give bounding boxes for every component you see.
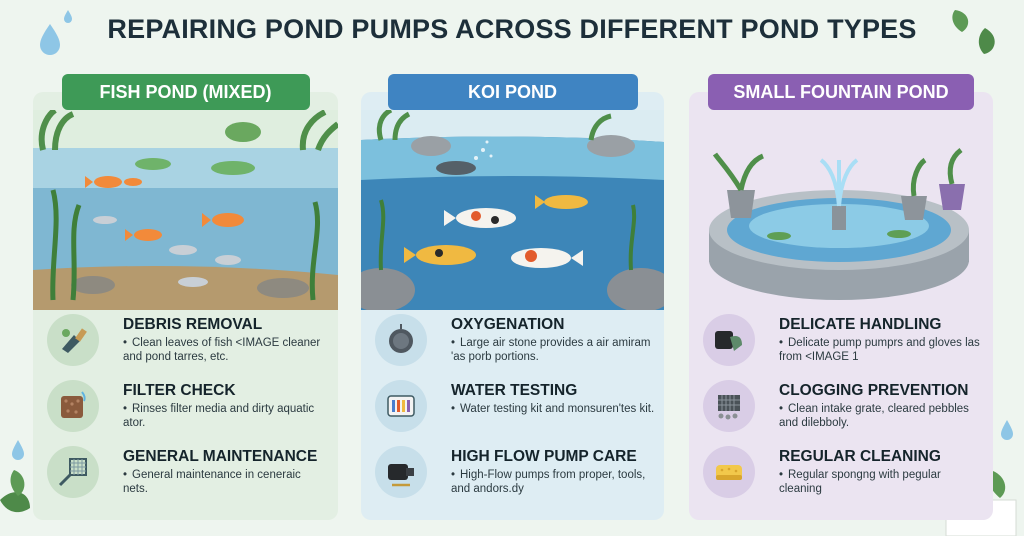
item-title: GENERAL MAINTENANCE <box>123 448 318 465</box>
gloved-hand-brush-icon <box>47 314 99 366</box>
fountain-pond-illustration <box>689 110 993 310</box>
fish-pond-illustration <box>33 110 338 310</box>
clogging-prevention-item: CLOGGING PREVENTION •Clean intake grate,… <box>689 380 993 446</box>
delicate-handling-item: DELICATE HANDLING •Delicate pump pumprs … <box>689 314 993 380</box>
item-description: •Rinses filter media and dirty aquatic a… <box>123 403 315 429</box>
sponge-icon <box>703 446 755 498</box>
koi-pond-card: KOI POND OXYGENATION •Large air stone pr… <box>361 74 664 520</box>
filter-media-icon <box>47 380 99 432</box>
item-description: •Water testing kit and monsuren'tes kit. <box>451 403 655 415</box>
air-stone-icon <box>375 314 427 366</box>
water-testing-item: WATER TESTING •Water testing kit and mon… <box>361 380 664 446</box>
test-kit-icon <box>375 380 427 432</box>
fountain-pond-label: SMALL FOUNTAIN POND <box>708 74 974 110</box>
net-icon <box>47 446 99 498</box>
koi-pond-label: KOI POND <box>387 74 638 110</box>
oxygenation-item: OXYGENATION •Large air stone provides a … <box>361 314 664 380</box>
item-title: WATER TESTING <box>451 382 578 399</box>
item-title: REGULAR CLEANING <box>779 448 941 465</box>
regular-cleaning-item: REGULAR CLEANING •Regular spongng with p… <box>689 446 993 512</box>
leaf-icon <box>10 470 25 496</box>
water-drop-icon <box>12 440 24 460</box>
item-description: •General maintenance in ceneraic nets. <box>123 469 301 495</box>
high-flow-pump-care-item: HIGH FLOW PUMP CARE •High-Flow pumps fro… <box>361 446 664 512</box>
item-description: •Clean leaves of fish <IMAGE cleaner and… <box>123 337 321 363</box>
item-description: •Clean intake grate, cleared pebbles and… <box>779 403 969 429</box>
item-description: •Large air stone provides a air amiram '… <box>451 337 651 363</box>
fish-pond-card: FISH POND (MIXED) DEBRIS REMOV <box>33 74 338 520</box>
leaf-icon <box>0 492 30 513</box>
pump-glove-icon <box>703 314 755 366</box>
intake-grate-icon <box>703 380 755 432</box>
item-title: OXYGENATION <box>451 316 565 333</box>
item-description: •High-Flow pumps from proper, tools, and… <box>451 469 646 495</box>
item-title: DELICATE HANDLING <box>779 316 942 333</box>
debris-removal-item: DEBRIS REMOVAL •Clean leaves of fish <IM… <box>33 314 338 380</box>
fish-pond-label: FISH POND (MIXED) <box>61 74 310 110</box>
item-title: DEBRIS REMOVAL <box>123 316 263 333</box>
page-title: REPAIRING POND PUMPS ACROSS DIFFERENT PO… <box>107 14 917 44</box>
item-title: HIGH FLOW PUMP CARE <box>451 448 637 465</box>
koi-pond-illustration <box>361 110 664 310</box>
water-drop-icon <box>1001 420 1013 440</box>
item-title: CLOGGING PREVENTION <box>779 382 969 399</box>
item-title: FILTER CHECK <box>123 382 236 399</box>
item-description: •Delicate pump pumprs and gloves las fro… <box>779 337 980 363</box>
pump-tools-icon <box>375 446 427 498</box>
item-description: •Regular spongng with pegular cleaning <box>779 469 941 495</box>
filter-check-item: FILTER CHECK •Rinses filter media and di… <box>33 380 338 446</box>
fountain-pond-card: SMALL FOUNTAIN POND DELICATE HANDLING •D… <box>689 74 993 520</box>
general-maintenance-item: GENERAL MAINTENANCE •General maintenance… <box>33 446 338 512</box>
